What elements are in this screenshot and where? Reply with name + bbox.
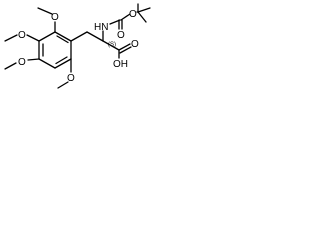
bond-o-mid-methyl — [4, 62, 17, 70]
bond-ring-to-o-left — [26, 34, 40, 42]
atom-o-carbamate-carbonyl: O — [117, 30, 125, 41]
bond-nh-to-carbonyl — [109, 19, 121, 25]
bond-o-left-methyl — [4, 34, 18, 42]
bond-alpha-to-cooh — [102, 40, 120, 51]
bond-tbu-right — [137, 7, 151, 13]
atom-oh: OH — [113, 59, 128, 70]
bond-o-top-methyl — [37, 7, 53, 15]
atom-o-carbamate-ether: O — [129, 9, 137, 20]
atom-o-mid-left: O — [18, 57, 26, 68]
benzene-ring — [38, 31, 72, 69]
ring-bond-4 — [38, 58, 56, 69]
ring-bond-6 — [38, 31, 56, 42]
atom-o-left: O — [18, 30, 26, 41]
ring-double-bond-b — [55, 56, 68, 65]
atom-o-bottom: O — [67, 73, 75, 84]
bond-cooh-to-o-1 — [118, 43, 131, 51]
stereo-label: (S) — [108, 42, 116, 48]
atom-o-top-left: O — [51, 12, 59, 23]
ring-bond-1 — [54, 31, 72, 42]
bond-tbu-down — [137, 11, 147, 23]
bond-ring-to-o-mid — [27, 58, 40, 61]
bond-o-bottom-methyl — [57, 81, 69, 89]
bond-cooh-to-o-2 — [119, 46, 132, 54]
atom-hn: HN — [94, 22, 108, 33]
bond-carbonyl-to-o-up — [120, 13, 131, 21]
ring-bond-3 — [54, 58, 72, 69]
chemical-structure-diagram: O O O O HN (S) O O OH O — [4, 3, 151, 89]
bond-ring-to-ch2 — [70, 31, 88, 42]
ring-double-bond-a — [56, 35, 69, 44]
bond-ch2-to-alpha — [86, 31, 104, 42]
atom-o-acid-carbonyl: O — [131, 39, 139, 50]
